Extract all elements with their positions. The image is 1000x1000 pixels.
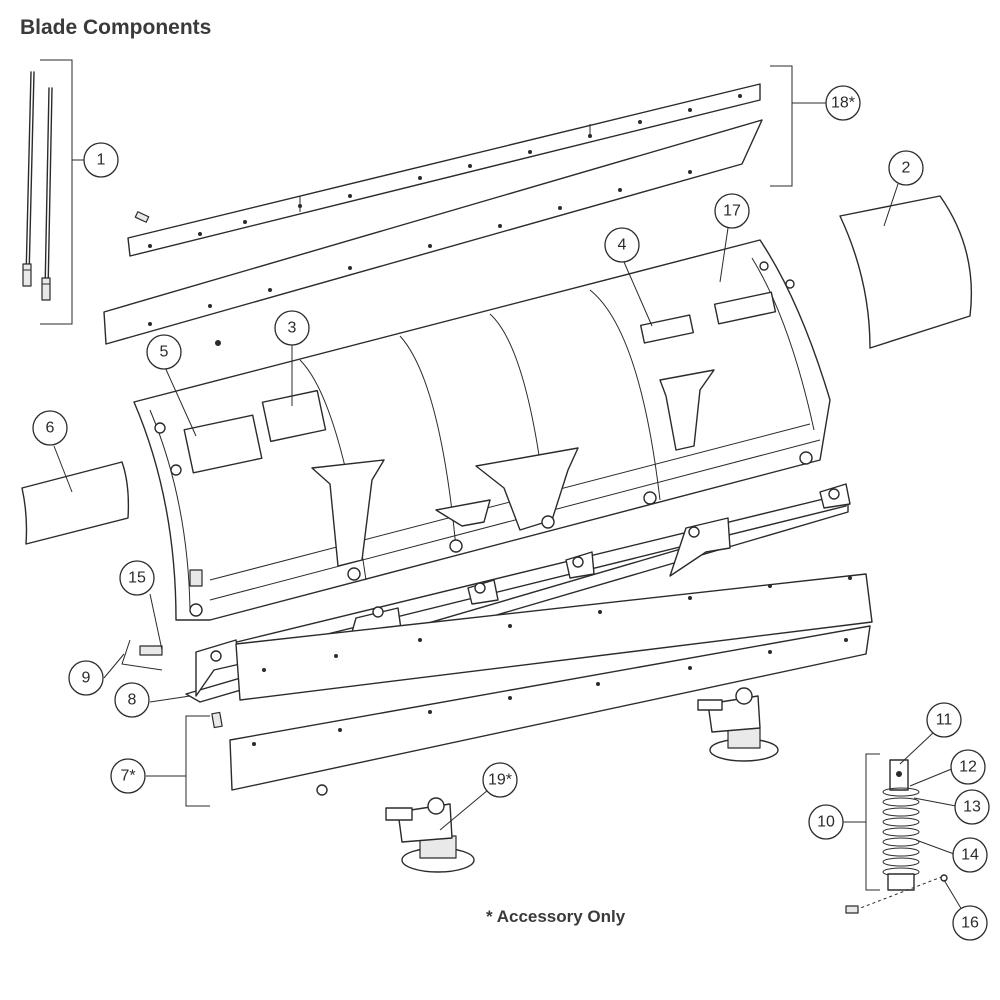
callout-3: 3: [274, 310, 310, 346]
blade-guide-rods: [22, 71, 53, 301]
callout-label: 11: [936, 712, 953, 729]
callout-6: 6: [32, 410, 68, 446]
moldboard: [133, 239, 831, 621]
callout-15: 15: [119, 560, 155, 596]
callout-13: 13: [954, 789, 990, 825]
callout-label: 14: [961, 847, 979, 864]
shoe-assembly-2: [697, 687, 779, 762]
callout-11: 11: [926, 702, 962, 738]
bracket-18: [770, 65, 793, 187]
callout-label: 18*: [831, 95, 855, 112]
callout-label: 12: [959, 759, 977, 776]
callout-2: 2: [888, 150, 924, 186]
callout-12: 12: [950, 749, 986, 785]
bracket-10: [865, 753, 880, 891]
cutting-edge: [235, 573, 873, 701]
callout-label: 15: [128, 570, 146, 587]
callout-label: 17: [723, 203, 741, 220]
callout-label: 7*: [120, 768, 135, 785]
callout-8: 8: [114, 682, 150, 718]
decal-sheet-left: [21, 461, 130, 545]
callout-label: 10: [817, 814, 835, 831]
pin-and-clip: [103, 593, 163, 679]
callout-label: 9: [82, 670, 91, 687]
callout-label: 19*: [488, 772, 512, 789]
callout-label: 1: [97, 152, 106, 169]
bracket-7: [185, 715, 210, 807]
callout-label: 16: [961, 915, 979, 932]
top-strips: [103, 83, 763, 345]
callout-18: 18*: [825, 85, 861, 121]
callout-14: 14: [952, 837, 988, 873]
decal-sheet-right: [839, 195, 973, 349]
callout-label: 8: [128, 692, 137, 709]
lower-edge: [211, 625, 871, 796]
shoe-assembly-1: [385, 797, 475, 873]
callout-label: 5: [160, 344, 169, 361]
callout-label: 3: [288, 320, 297, 337]
callout-label: 2: [902, 160, 911, 177]
callout-label: 4: [618, 237, 627, 254]
bracket-1: [40, 59, 73, 325]
callout-4: 4: [604, 227, 640, 263]
spring-assembly: [845, 759, 948, 914]
callout-19: 19*: [482, 762, 518, 798]
callout-label: 6: [46, 420, 55, 437]
callout-5: 5: [146, 334, 182, 370]
accessory-footnote: * Accessory Only: [486, 907, 626, 926]
diagram-title: Blade Components: [20, 16, 212, 39]
callout-label: 13: [963, 799, 981, 816]
callout-7: 7*: [110, 758, 146, 794]
callout-17: 17: [714, 193, 750, 229]
callout-10: 10: [808, 804, 844, 840]
callout-9: 9: [68, 660, 104, 696]
callout-1: 1: [83, 142, 119, 178]
callout-16: 16: [952, 905, 988, 941]
